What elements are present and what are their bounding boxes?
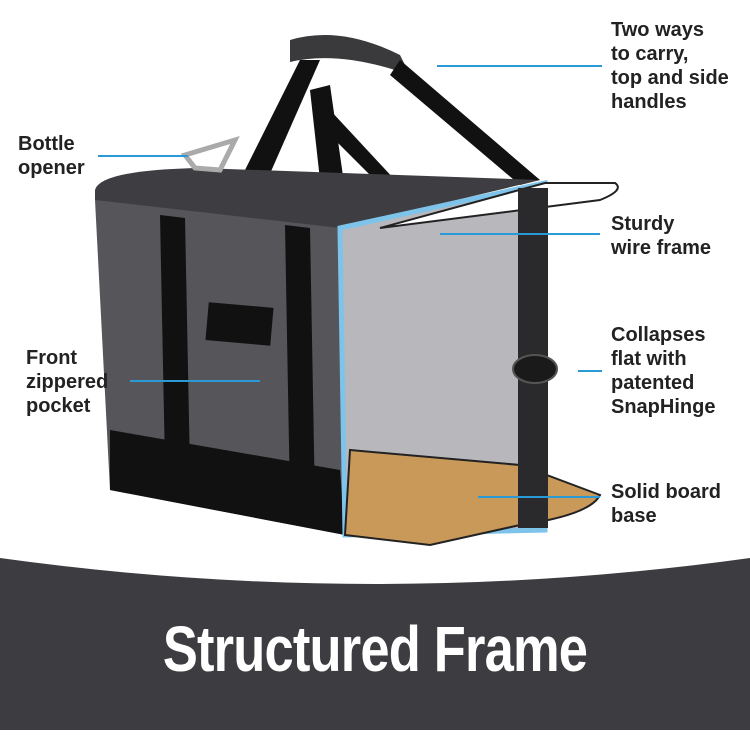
label-carry: Two ways to carry, top and side handles <box>611 19 729 113</box>
footer-band <box>0 558 750 730</box>
wire-frame <box>337 179 548 538</box>
pocket-patch <box>205 302 274 346</box>
frame-pointer <box>440 233 600 235</box>
snaphinge-icon <box>512 354 558 384</box>
page-title: Structured Frame <box>162 613 588 685</box>
pocket-pointer <box>130 380 260 382</box>
label-front-pocket: Front zippered pocket <box>26 347 109 417</box>
bottle-pointer <box>98 155 188 157</box>
hinge-pointer <box>578 370 602 372</box>
top-handle <box>290 35 410 75</box>
base-pointer <box>478 496 600 498</box>
label-bottle-opener: Bottle opener <box>18 133 85 179</box>
bottle-opener-icon <box>180 135 240 173</box>
carry-pointer <box>437 65 602 67</box>
label-snaphinge: Collapses flat with patented SnapHinge <box>611 324 716 418</box>
label-wire-frame: Sturdy wire frame <box>611 213 712 259</box>
label-board-base: Solid board base <box>611 481 721 527</box>
